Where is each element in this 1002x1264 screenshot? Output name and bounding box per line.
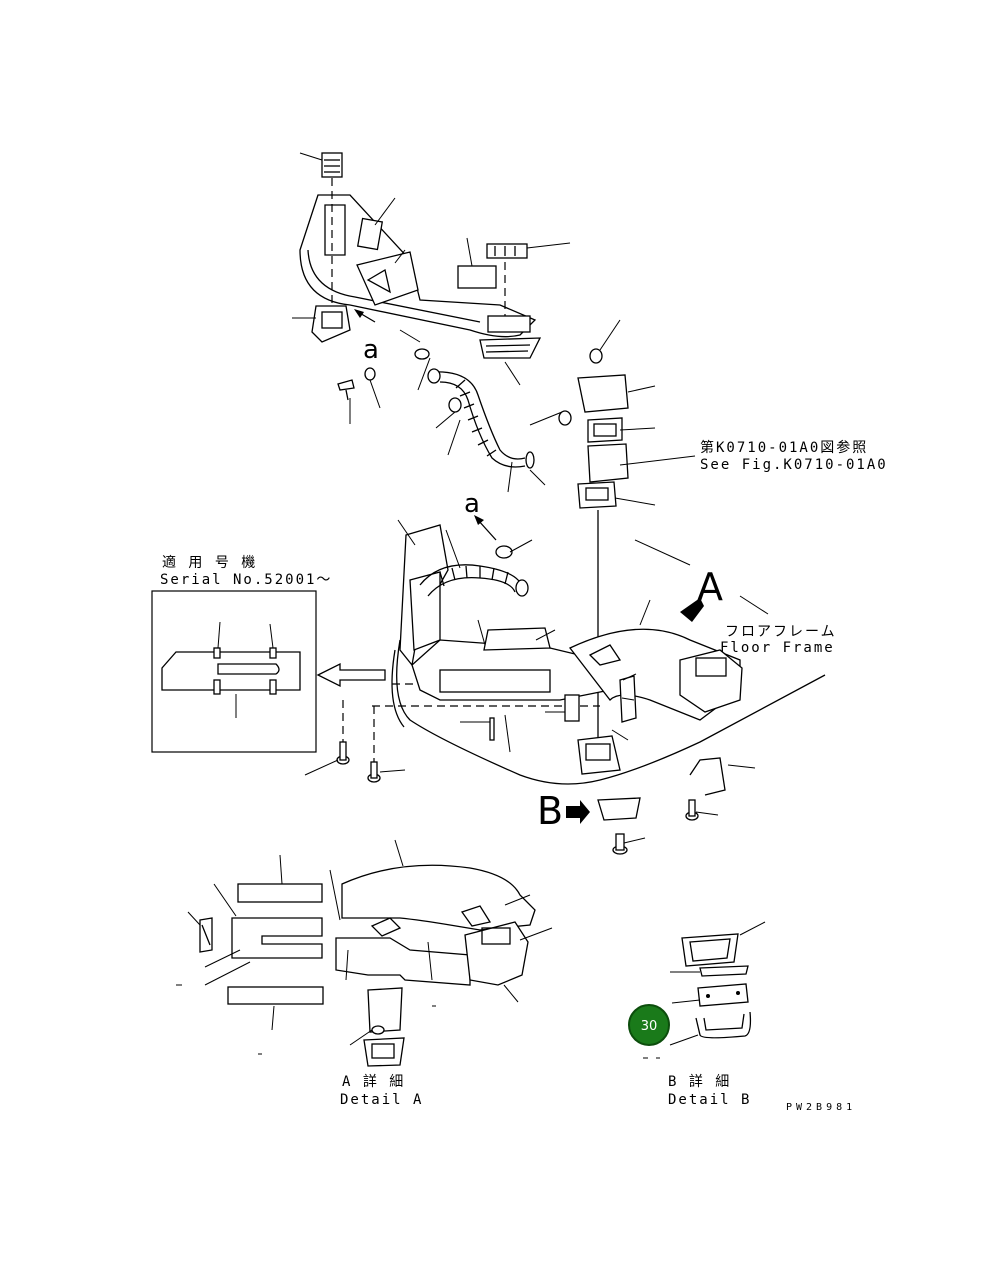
badge-circle: [628, 1004, 670, 1046]
duct-seal: [577, 481, 617, 509]
bolt-1: [336, 741, 350, 765]
vent-small-top: [321, 152, 343, 178]
b-seal-strip: [699, 965, 749, 977]
vent-grille: [479, 337, 542, 359]
hose-clamp-1: [427, 368, 441, 384]
detail-a: A 詳 細 Detail A: [176, 839, 553, 1108]
leader-lines-middle: [304, 519, 769, 844]
a-down-duct: [367, 987, 403, 1033]
vent-box: [457, 265, 497, 289]
view-a-arrow: [680, 598, 704, 622]
vent-right-top: [486, 243, 528, 259]
a-plate-top: [237, 883, 323, 903]
a-outlet: [464, 921, 529, 986]
stay-bracket: [689, 757, 726, 796]
serial-inset: 適 用 号 機 Serial No.52001～: [151, 554, 332, 753]
serial-label-jp: 適 用 号 機: [162, 554, 257, 571]
a-plate-mid: [231, 917, 323, 959]
hose-clamp-2: [448, 397, 462, 413]
part-number: PW2B981: [786, 1102, 856, 1113]
a-duct-lower: [335, 937, 471, 986]
detail-b-en: Detail B: [668, 1092, 751, 1108]
detail-a-jp: A 詳 細: [342, 1074, 405, 1090]
flex-hose: [431, 371, 526, 460]
floor-frame-outline: [396, 639, 826, 785]
detail-b-jp: B 詳 細: [668, 1074, 731, 1090]
bracket-small: [564, 694, 580, 722]
floor-frame-en: Floor Frame: [720, 640, 835, 656]
clamp-middle: [495, 545, 513, 559]
floor-frame-assembly: [316, 524, 826, 855]
vent-side: [356, 217, 384, 251]
down-duct: [577, 735, 621, 775]
callout-badge[interactable]: 30: [628, 1004, 670, 1046]
arrow-a-label-1: a: [363, 335, 379, 365]
nut-side: [558, 410, 572, 426]
pin: [489, 717, 495, 741]
arrow-to-inset: [316, 662, 386, 688]
floor-duct-cover: [483, 627, 551, 651]
floor-frame-jp: フロアフレーム: [725, 624, 837, 640]
hose-clamp-3: [525, 451, 535, 469]
floor-duct-channel: [439, 669, 551, 693]
cover-b: [597, 797, 641, 821]
b-cover: [697, 983, 749, 1007]
view-b-arrow: [566, 800, 590, 824]
leader-lines-top: [292, 152, 696, 506]
flex-hose-middle: [419, 564, 523, 589]
view-a-label: A: [697, 565, 723, 609]
bolt-2: [367, 761, 381, 783]
a-opening: [370, 917, 402, 937]
view-b-label: B: [537, 789, 563, 833]
side-duct-lower: [409, 571, 441, 651]
cover-bracket: [577, 374, 629, 413]
vent-right-lower: [487, 315, 531, 333]
bolt-4: [685, 799, 699, 821]
nut-top: [589, 348, 603, 364]
floor-opening: [588, 644, 622, 666]
detail-a-en: Detail A: [340, 1092, 423, 1108]
see-fig-en: See Fig.K0710-01A0: [700, 457, 888, 473]
screw-1: [337, 379, 355, 391]
main-duct: [299, 194, 537, 338]
washer-1: [364, 367, 376, 381]
inset-frame: [151, 590, 317, 753]
a-duct-main: [341, 864, 536, 931]
arrow-a-markers: a a: [354, 309, 497, 541]
adapter-top: [587, 417, 623, 443]
see-fig-jp: 第K0710-01A0図参照: [700, 439, 868, 456]
serial-label-en: Serial No.52001～: [160, 572, 332, 588]
upper-duct-assembly: [299, 152, 629, 770]
inset-duct: [161, 651, 301, 691]
a-opening-2: [460, 905, 492, 927]
a-plate-bottom: [227, 986, 324, 1005]
clamp-hose-end: [515, 579, 529, 597]
detail-b: B 詳 細 Detail B: [643, 921, 766, 1108]
a-down-outlet: [363, 1037, 405, 1067]
adapter-duct: [587, 443, 629, 483]
b-handle: [695, 1011, 752, 1039]
badge-text: 30: [641, 1019, 658, 1034]
clip-1: [414, 348, 430, 360]
arrow-a-label-2: a: [464, 489, 480, 519]
bolt-3: [612, 833, 628, 855]
